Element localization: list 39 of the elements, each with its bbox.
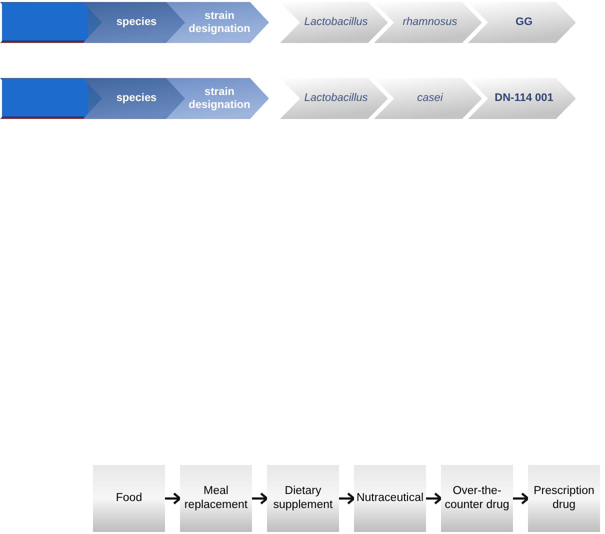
process-box (180, 465, 252, 532)
chevron-arrow-shape (280, 78, 388, 119)
chevron-label: Lactobacillus (304, 92, 368, 105)
box-label: Meal replacement (183, 484, 249, 512)
chevron-label: DN-114 001 (494, 92, 554, 105)
chevron-arrow-shape (166, 2, 269, 43)
arrow (339, 492, 356, 505)
chevron-label: casei (417, 92, 443, 105)
chevron-arrow-shape (468, 2, 576, 43)
chevron-arrow-shape (83, 78, 186, 119)
chevron-label: strain designation (188, 86, 252, 112)
chevron-arrow-shape (0, 2, 103, 43)
arrow (165, 492, 182, 505)
process-box (354, 465, 426, 532)
chevron-label: species (116, 92, 157, 105)
process-box (441, 465, 513, 532)
box-label: Food (116, 492, 142, 506)
process-box (93, 465, 165, 532)
arrow (513, 492, 530, 505)
chevron-arrow-shape (280, 2, 388, 43)
box-label: Prescription drug (532, 484, 596, 512)
process-box (528, 465, 600, 532)
chevron-arrow-shape (468, 78, 576, 119)
arrow (252, 492, 268, 505)
box-label: Dietary supplement (272, 484, 334, 512)
chevron-label: GG (515, 16, 533, 29)
chevron-arrow-shape (166, 78, 269, 119)
box-label: Over-the-counter drug (444, 484, 510, 512)
process-box (267, 465, 339, 532)
chevron-arrow-shape (0, 78, 103, 119)
chevron-label: rhamnosus (402, 16, 458, 29)
chevron-label: species (116, 16, 157, 29)
chevron-arrow-shape (374, 78, 482, 119)
chevron-label: Lactobacillus (304, 16, 368, 29)
box-label: Nutraceutical (356, 492, 424, 506)
arrow (426, 492, 442, 505)
chevron-label: strain designation (188, 10, 252, 36)
chevron-arrow-shape (374, 2, 482, 43)
chevron-arrow-shape (83, 2, 186, 43)
